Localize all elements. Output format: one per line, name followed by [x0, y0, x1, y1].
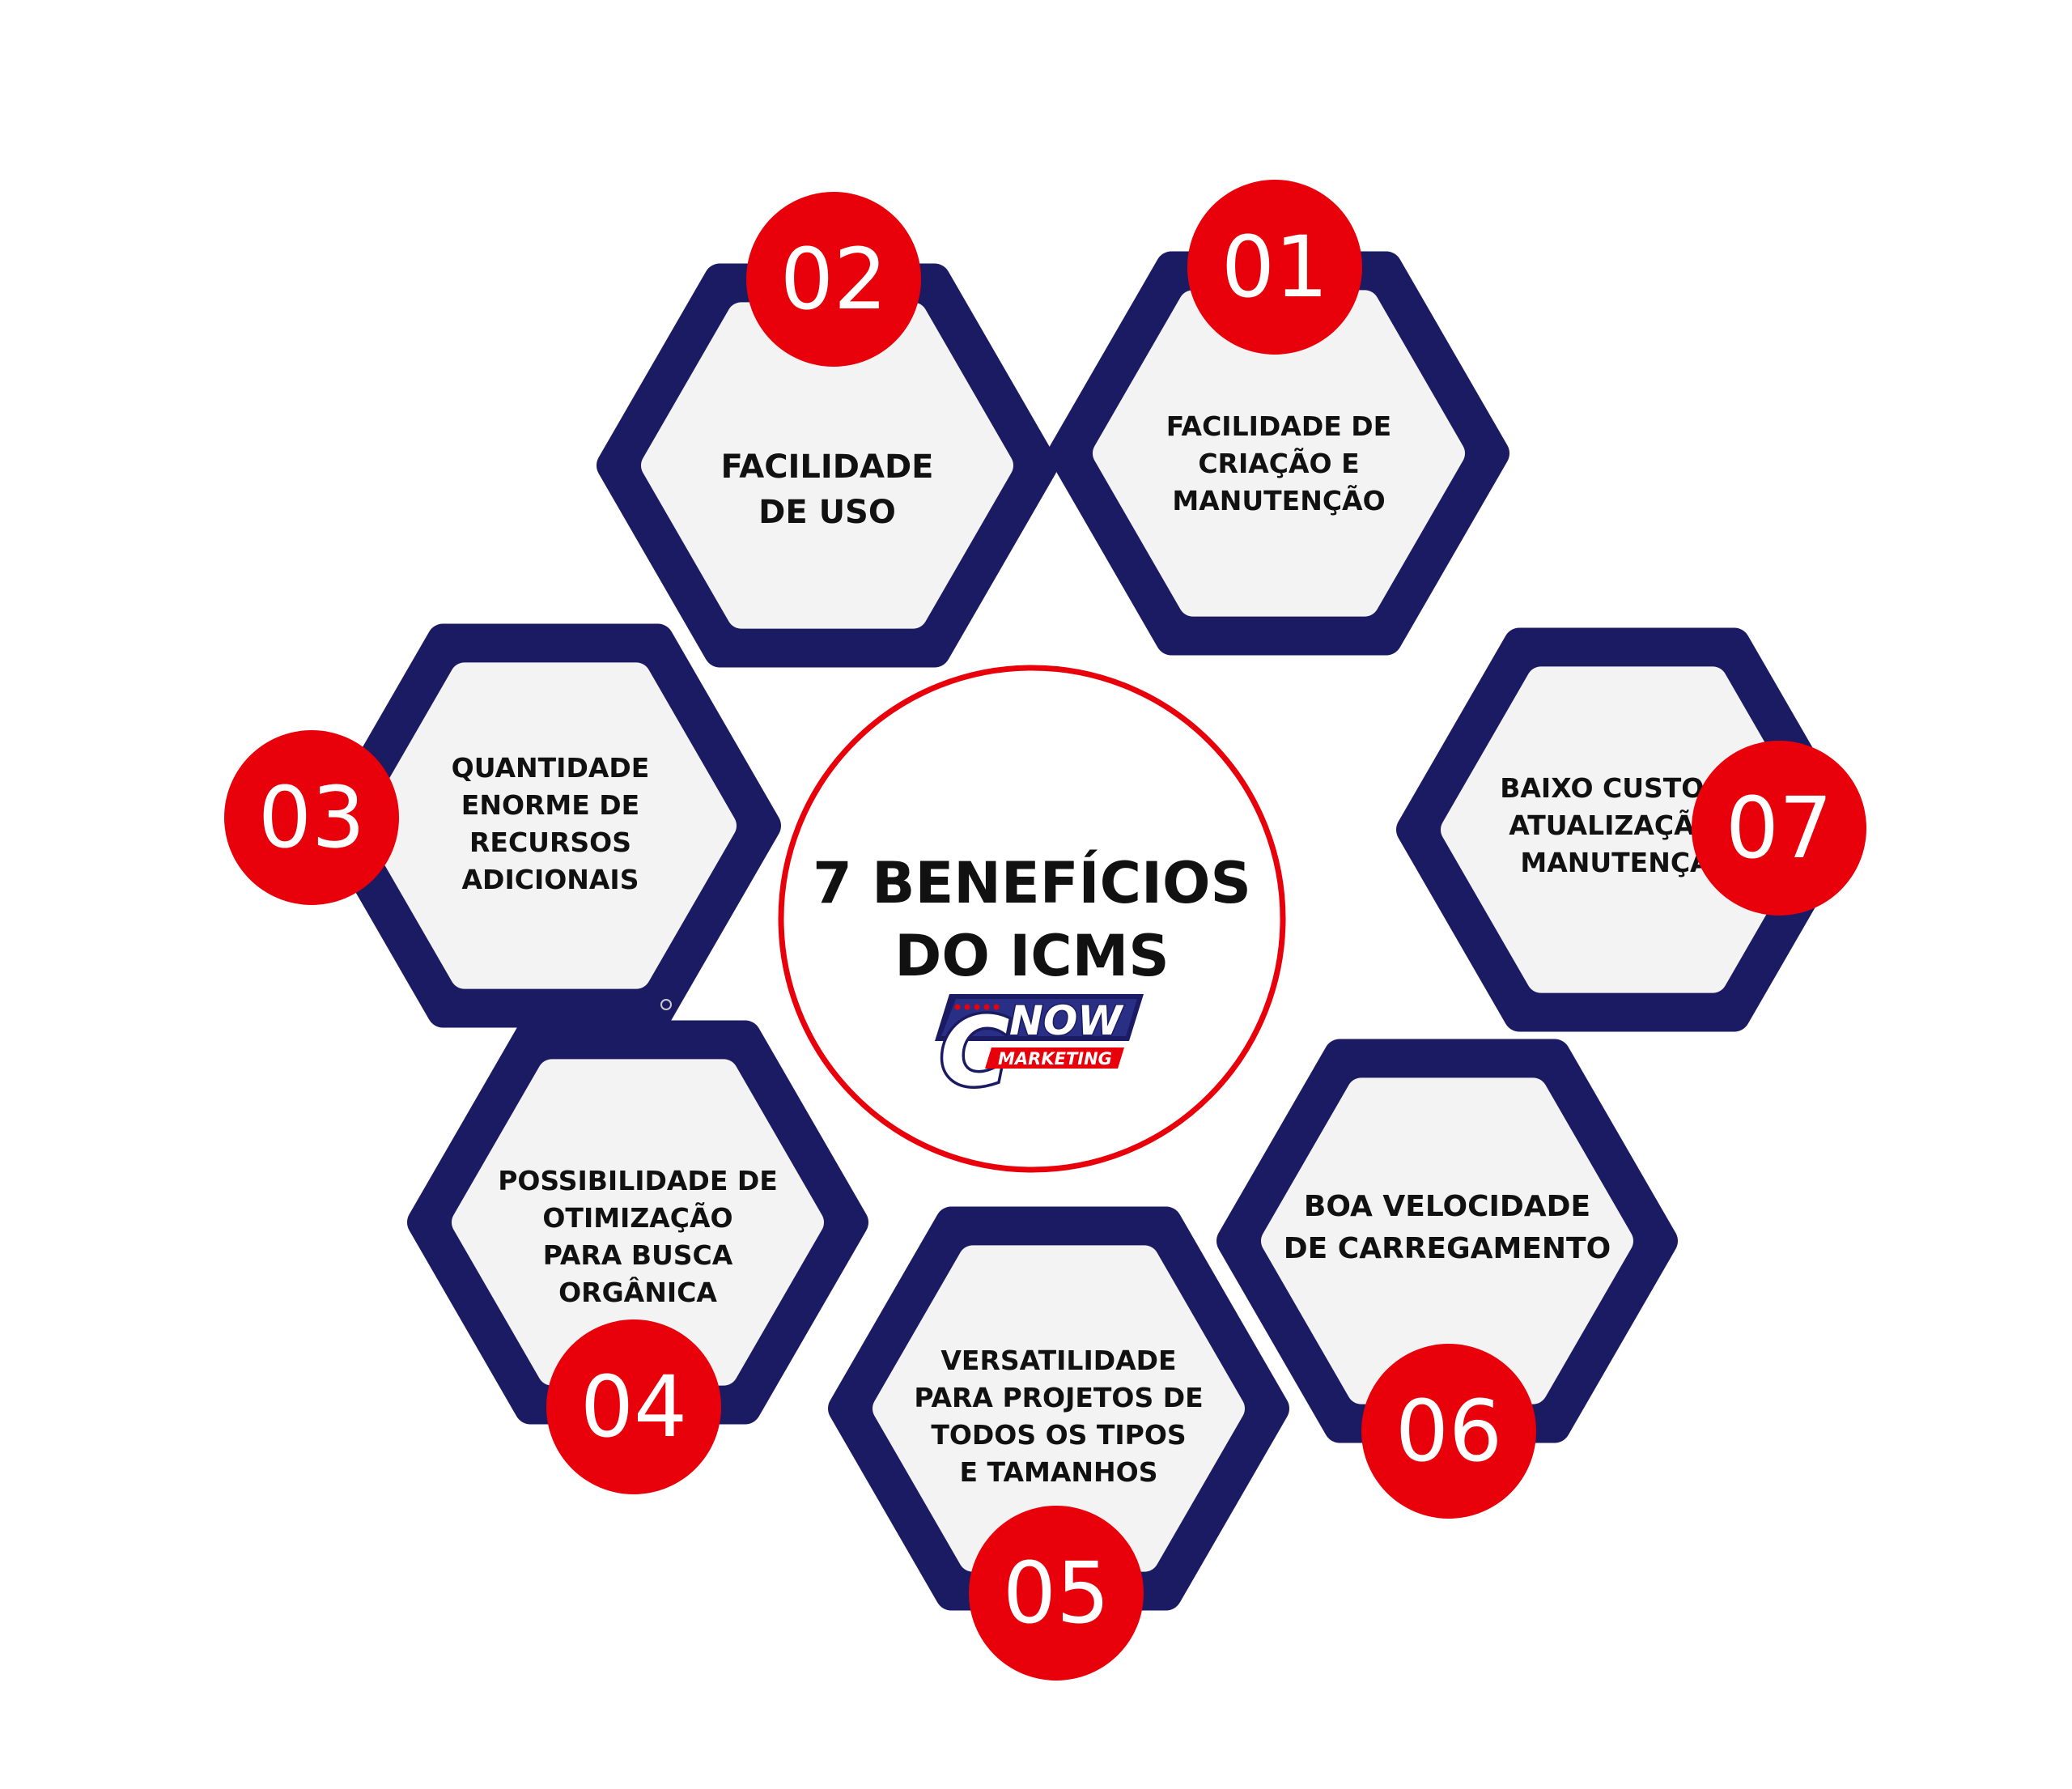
logo-word: NOW: [1009, 997, 1124, 1044]
benefit-05: VERSATILIDADE PARA PROJETOS DE TODOS OS TI…: [828, 1206, 1289, 1681]
benefit-label-line: DE USO: [758, 494, 896, 531]
logo-stars: [954, 1004, 1000, 1010]
hexagon-fill: [452, 1059, 824, 1386]
center-title-line-2: DO ICMS: [894, 923, 1169, 989]
number-badge-label: 05: [1003, 1544, 1110, 1642]
number-badge-label: 04: [580, 1358, 687, 1456]
benefit-label-line: E TAMANHOS: [960, 1456, 1158, 1488]
hexagon-fill: [1441, 666, 1813, 993]
number-badge: [746, 192, 921, 367]
hexagon-fill: [364, 662, 737, 989]
benefit-label-line: ADICIONAIS: [462, 864, 639, 895]
benefit-label-line: TODOS OS TIPOS: [931, 1419, 1186, 1451]
hexagon-fill: [641, 302, 1013, 629]
hexagon-fill: [1261, 1077, 1633, 1404]
number-badge-label: 06: [1395, 1382, 1502, 1481]
number-badge: [1692, 741, 1866, 916]
small-dot: [660, 999, 672, 1010]
number-badge: [546, 1319, 721, 1494]
benefit-01: FACILIDADE DE CRIAÇÃO E MANUTENÇÃO 01: [1048, 180, 1509, 656]
number-badge: [1361, 1344, 1536, 1519]
number-badge-label: 02: [780, 230, 887, 329]
benefit-label-line: QUANTIDADE: [452, 752, 650, 784]
benefit-label-line: PARA BUSCA: [543, 1239, 733, 1271]
logo-subtitle: MARKETING: [998, 1049, 1112, 1069]
number-badge-label: 01: [1221, 218, 1328, 317]
benefit-label-line: DE CARREGAMENTO: [1284, 1232, 1611, 1265]
benefit-02: FACILIDADE DE USO 02: [597, 192, 1058, 668]
hexagon-fill: [1093, 290, 1465, 617]
center-hub: 7 BENEFÍCIOS DO ICMS C NOW MARKETING: [778, 665, 1286, 1173]
benefit-label-line: RECURSOS: [469, 827, 631, 858]
benefit-label-line: MANUTENÇÃO: [1172, 484, 1385, 516]
benefit-04: POSSIBILIDADE DE OTIMIZAÇÃO PARA BUSCA ORGÂ…: [407, 1020, 868, 1494]
benefit-label-line: PARA PROJETOS DE: [914, 1382, 1203, 1413]
benefit-label-line: FACILIDADE DE: [1166, 410, 1391, 442]
benefit-label-line: POSSIBILIDADE DE: [498, 1165, 778, 1196]
number-badge: [969, 1506, 1144, 1681]
number-badge-label: 03: [258, 768, 365, 867]
benefit-label-line: FACILIDADE: [721, 448, 934, 486]
benefit-label-line: ENORME DE: [461, 789, 639, 821]
center-title-line-1: 7 BENEFÍCIOS: [813, 850, 1251, 916]
benefit-label-line: BOA VELOCIDADE: [1304, 1190, 1590, 1223]
benefit-06: BOA VELOCIDADE DE CARREGAMENTO 06: [1216, 1039, 1678, 1519]
benefit-label-line: CRIAÇÃO E: [1198, 447, 1359, 479]
number-badge: [224, 730, 399, 905]
cnow-marketing-logo: C NOW MARKETING: [935, 993, 1144, 1111]
benefit-label-line: ORGÂNICA: [558, 1276, 717, 1308]
hexagon-fill: [873, 1245, 1245, 1572]
center-circle: [778, 665, 1286, 1173]
benefit-03: QUANTIDADE ENORME DE RECURSOS ADICIONAIS 03: [224, 623, 781, 1028]
number-badge: [1187, 180, 1362, 355]
benefit-label-line: OTIMIZAÇÃO: [542, 1201, 732, 1234]
benefit-label-line: VERSATILIDADE: [940, 1345, 1176, 1376]
number-badge-label: 07: [1726, 779, 1832, 878]
